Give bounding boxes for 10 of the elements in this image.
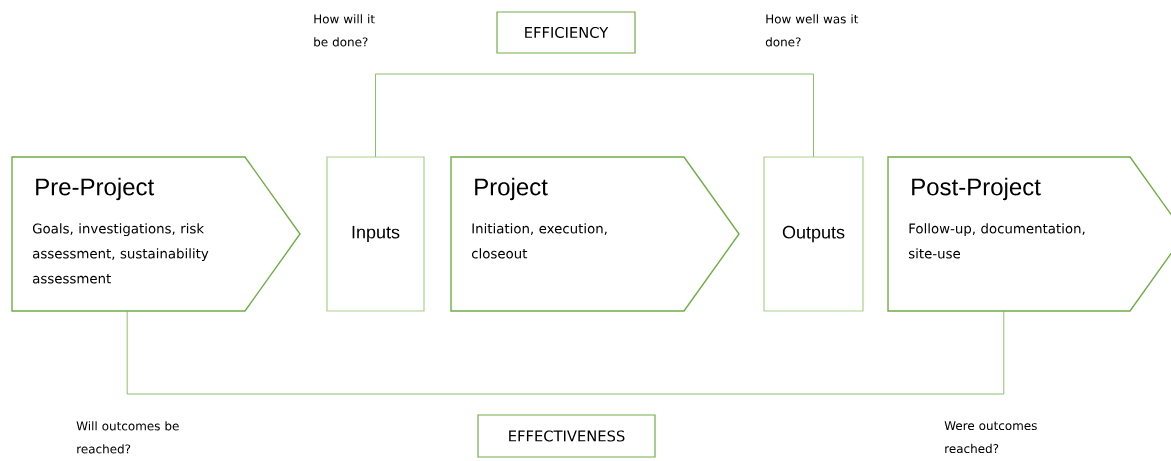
input-box: Inputs <box>326 156 425 312</box>
label-box: EFFICIENCY <box>496 11 636 54</box>
output-box: Outputs <box>763 156 864 312</box>
connector-line <box>126 310 1005 395</box>
question-text: Will outcomes be reached? <box>76 421 179 454</box>
connector-line <box>375 73 814 158</box>
question-text: How will it be done? <box>314 14 375 47</box>
label-box: EFFECTIVENESS <box>477 414 656 458</box>
question-text: Were outcomes reached? <box>944 421 1037 454</box>
question-text: How well was it done? <box>765 14 859 47</box>
